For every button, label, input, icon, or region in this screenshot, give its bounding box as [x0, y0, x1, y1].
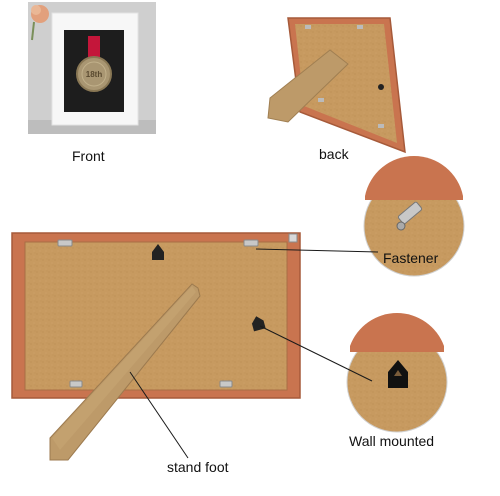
- stand-foot-label: stand foot: [167, 459, 229, 475]
- back-fastener-clip: [305, 25, 384, 128]
- fastener-closeup: [363, 155, 465, 277]
- back-hanger-icon: [378, 84, 384, 90]
- backboard: [24, 241, 288, 391]
- front-label: Front: [72, 148, 105, 164]
- fastener-label: Fastener: [383, 250, 439, 266]
- leader-lines: [129, 248, 379, 459]
- wall-mount-leader-line: [259, 325, 373, 382]
- medal-text: 18th: [86, 70, 103, 79]
- back-stand-leg: [267, 49, 349, 123]
- fastener-clip-closeup: [396, 201, 423, 231]
- medal: 18th: [76, 36, 112, 92]
- stand-foot-leader-line: [129, 371, 189, 459]
- fastener-clip: [57, 233, 298, 388]
- back-view-frame: [267, 17, 406, 154]
- fastener-leader-line: [255, 248, 379, 253]
- medal-ribbon: [88, 36, 100, 62]
- flower-decoration: [31, 5, 49, 41]
- main-back-frame: [11, 232, 301, 461]
- back-label: back: [319, 146, 349, 162]
- wall-mounted-closeup: [346, 313, 448, 433]
- front-photo: 18th: [28, 2, 156, 134]
- wall-mounted-label: Wall mounted: [349, 433, 435, 449]
